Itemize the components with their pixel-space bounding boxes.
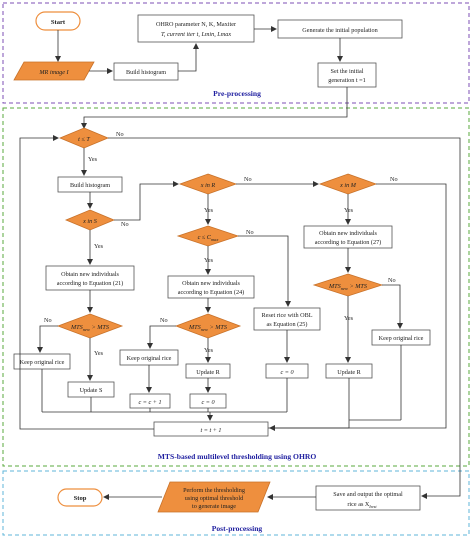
yes-label-mts2: Yes — [204, 347, 214, 354]
obtain-eq27-line1: Obtain new individuals — [319, 230, 377, 237]
mr-image-input — [13, 61, 95, 81]
perform-thresholding — [157, 481, 271, 513]
obtain-eq21-line1: Obtain new individuals — [61, 271, 119, 278]
no-label-M: No — [390, 176, 398, 183]
line-M-no — [268, 183, 447, 429]
start-label: Start — [51, 19, 66, 26]
yes-label-M: Yes — [344, 207, 354, 214]
c-zero-2-label: c = 0 — [280, 369, 294, 376]
yes-label-S: Yes — [94, 243, 104, 250]
arrow-loop-back — [19, 135, 154, 430]
postprocessing-title: Post-processing — [212, 524, 263, 533]
save-line1: Save and output the optimal — [333, 491, 403, 498]
obtain-eq21-line2: according to Equation (21) — [57, 280, 124, 287]
reset-line2: as Equation (25) — [267, 321, 308, 328]
decision-x-in-M-label: x in M — [339, 182, 357, 189]
ohro-parameters — [137, 14, 255, 43]
yes-label-t: Yes — [88, 156, 98, 163]
params-line2: T, current iter t, Lmin, Lmax — [161, 31, 231, 38]
stop-label: Stop — [74, 495, 87, 502]
postprocessing-section — [2, 470, 470, 536]
update-R-2-label: Update R — [337, 369, 361, 376]
no-label-R: No — [244, 176, 252, 183]
arrow-hist-params — [178, 43, 199, 72]
decision-t-le-T-label: t ≤ T — [78, 136, 90, 143]
arrow-S-R — [114, 181, 179, 221]
no-label-c: No — [246, 229, 254, 236]
generate-population-label: Generate the initial population — [302, 27, 377, 34]
preprocessing-title: Pre-processing — [213, 89, 261, 98]
no-label-S: No — [121, 221, 129, 228]
reset-line1: Reset rice with OBL — [261, 312, 312, 319]
obtain-eq24 — [167, 275, 255, 299]
yes-label-mts1: Yes — [94, 350, 104, 357]
obtain-eq24-line2: according to Equation (24) — [178, 289, 245, 296]
no-label-mts3: No — [388, 277, 396, 284]
save-output-optimal — [315, 485, 421, 511]
params-line1: OHRO parameter N, K, Maxiter — [156, 21, 236, 28]
keep-original-2-label: Keep original rice — [127, 355, 172, 362]
decision-mts-2-label: MTSnew > MTS — [188, 324, 227, 332]
build-histogram-pre — [113, 62, 179, 81]
set-gen-line1: Set the initial — [331, 68, 364, 75]
build-histogram-loop-label: Build histogram — [70, 182, 110, 189]
obtain-eq24-line1: Obtain new individuals — [182, 280, 240, 287]
no-label-t: No — [116, 131, 124, 138]
arrow-mts2-keep — [147, 325, 176, 349]
build-histogram-pre-label: Build histogram — [126, 69, 166, 76]
perform-line3: to generate image — [192, 503, 236, 510]
preprocessing-section — [2, 2, 470, 104]
mr-image-label: MR image I — [38, 69, 69, 76]
arrow-right-tinc — [269, 420, 350, 431]
c-increment-label: c = c + 1 — [138, 399, 161, 406]
mts-section — [2, 107, 470, 467]
obtain-eq27-line2: according to Equation (27) — [315, 239, 382, 246]
keep-original-1-label: Keep original rice — [20, 359, 65, 366]
obtain-eq21 — [45, 265, 135, 291]
set-gen-line2: generation t =1 — [328, 77, 366, 84]
arrow-mts1-keep — [37, 325, 58, 353]
save-line2: rice as Xbest — [347, 501, 377, 509]
arrow-mts3-keep — [382, 284, 403, 329]
yes-label-c: Yes — [204, 257, 214, 264]
mts-title: MTS-based multilevel thresholding using … — [158, 452, 317, 461]
no-label-mts2: No — [160, 317, 168, 324]
keep-original-3-label: Keep original rice — [379, 335, 424, 342]
c-zero-1-label: c = 0 — [201, 399, 215, 406]
update-S-label: Update S — [80, 387, 103, 394]
decision-mts-1-label: MTSnew > MTS — [70, 324, 109, 332]
no-label-mts1: No — [44, 317, 52, 324]
arrow-c-reset — [238, 235, 291, 307]
arrow-t-exit — [108, 137, 461, 499]
decision-mts-3-label: MTSnew > MTS — [328, 283, 367, 291]
stop-terminal — [57, 488, 103, 507]
arrow-set-loop — [81, 87, 348, 129]
yes-label-mts3: Yes — [344, 315, 354, 322]
update-R-1-label: Update R — [196, 369, 220, 376]
decision-c-le-cmax-label: c ≤ Cmax — [198, 234, 219, 242]
perform-line2: using optimal threshold — [185, 495, 244, 502]
decision-x-in-R-label: x in R — [200, 182, 216, 189]
perform-line1: Perform the thresholding — [183, 487, 245, 494]
t-increment-label: t = t + 1 — [200, 427, 221, 434]
yes-label-R: Yes — [204, 207, 214, 214]
decision-x-in-S-label: x in S — [82, 218, 97, 225]
